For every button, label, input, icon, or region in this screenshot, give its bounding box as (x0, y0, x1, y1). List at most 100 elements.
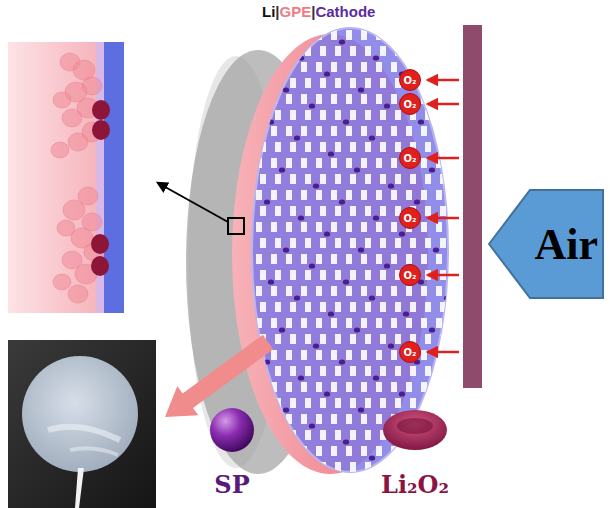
cathode-pore (436, 286, 442, 296)
cathode-pore (346, 254, 352, 264)
cathode-pore (391, 446, 397, 456)
cathode-pore (301, 286, 307, 296)
air-pentagon: Air (488, 188, 604, 300)
oxygen-circle: O₂ (399, 341, 421, 363)
sp-dot (373, 215, 379, 220)
cathode-pore (421, 318, 427, 328)
cathode-pore (335, 174, 341, 184)
cathode-pore (436, 62, 442, 72)
cathode-pore (275, 206, 281, 216)
cathode-pore (260, 78, 266, 88)
cathode-pore (440, 334, 446, 344)
cathode-pore (316, 286, 322, 296)
cathode-pore (275, 110, 281, 120)
cathode-pore (391, 158, 397, 168)
cathode-pore (425, 238, 431, 248)
cathode-pore (316, 158, 322, 168)
cathode-pore (391, 382, 397, 392)
sp-dot (328, 471, 334, 476)
cathode-pore (301, 126, 307, 136)
sp-dot (433, 87, 439, 92)
oxygen-circle: O₂ (399, 264, 421, 286)
cathode-pore (331, 318, 337, 328)
cathode-pore (260, 462, 266, 472)
air-label: Air (534, 219, 598, 270)
sp-dot (369, 295, 375, 300)
cathode-pore (421, 62, 427, 72)
cathode-pore (290, 270, 296, 280)
cathode-pore (361, 414, 367, 424)
cathode-pore (361, 62, 367, 72)
oxygen-circle: O₂ (399, 147, 421, 169)
cathode-pore (361, 158, 367, 168)
cathode-pore (346, 382, 352, 392)
sp-dot (418, 119, 424, 124)
cathode-pore (346, 190, 352, 200)
cathode-pore (271, 350, 277, 360)
cathode-pore (406, 190, 412, 200)
cathode-pore (271, 286, 277, 296)
oxygen-label: O₂ (404, 153, 417, 164)
cathode-pore (290, 78, 296, 88)
cathode-pore (365, 206, 371, 216)
cathode-pore (395, 238, 401, 248)
sp-dot (264, 359, 270, 364)
sp-dot (343, 119, 349, 124)
cathode-pore (346, 30, 352, 40)
cathode-pore (271, 414, 277, 424)
cathode-pore (290, 302, 296, 312)
sp-dot (354, 167, 360, 172)
cathode-pore (305, 110, 311, 120)
cathode-pore (271, 30, 277, 40)
cathode-pore (271, 94, 277, 104)
cathode-pore (286, 286, 292, 296)
cathode-pore (391, 62, 397, 72)
sp-dot (268, 279, 274, 284)
cathode-pore (346, 158, 352, 168)
cathode-pore (335, 270, 341, 280)
cathode-pore (301, 414, 307, 424)
cathode-pore (331, 126, 337, 136)
cathode-pore (301, 158, 307, 168)
cathode-pore (346, 350, 352, 360)
cathode-pore (346, 318, 352, 328)
cathode-pore (376, 350, 382, 360)
cathode-pore (425, 46, 431, 56)
cathode-pore (350, 334, 356, 344)
cathode-pore (271, 158, 277, 168)
cathode-pore (260, 238, 266, 248)
cathode-pore (421, 382, 427, 392)
cathode-pore (320, 366, 326, 376)
sp-dot (279, 167, 285, 172)
cathode-pore (406, 286, 412, 296)
cathode-pore (331, 446, 337, 456)
cathode-pore (376, 62, 382, 72)
cathode-pore (335, 46, 341, 56)
cathode-pore (346, 62, 352, 72)
cathode-pore (286, 94, 292, 104)
cathode-pore (436, 158, 442, 168)
cathode-pore (425, 366, 431, 376)
cathode-pore (305, 142, 311, 152)
sp-dot (388, 183, 394, 188)
cathode-pore (440, 366, 446, 376)
cathode-pore (410, 174, 416, 184)
sp-dot (369, 455, 375, 460)
cathode-pore (361, 350, 367, 360)
cathode-pore (365, 78, 371, 88)
cathode-pore (440, 238, 446, 248)
sp-dot (313, 343, 319, 348)
cathode-pore (361, 126, 367, 136)
sp-dot (343, 439, 349, 444)
cathode-pore (440, 110, 446, 120)
cathode-pore (350, 110, 356, 120)
cathode-pore (335, 398, 341, 408)
cathode-pore (440, 142, 446, 152)
cathode-pore (421, 222, 427, 232)
cathode-pore (331, 414, 337, 424)
cathode-pore (376, 126, 382, 136)
membrane-photo (8, 340, 156, 508)
cathode-pore (286, 254, 292, 264)
cathode-pore (436, 382, 442, 392)
